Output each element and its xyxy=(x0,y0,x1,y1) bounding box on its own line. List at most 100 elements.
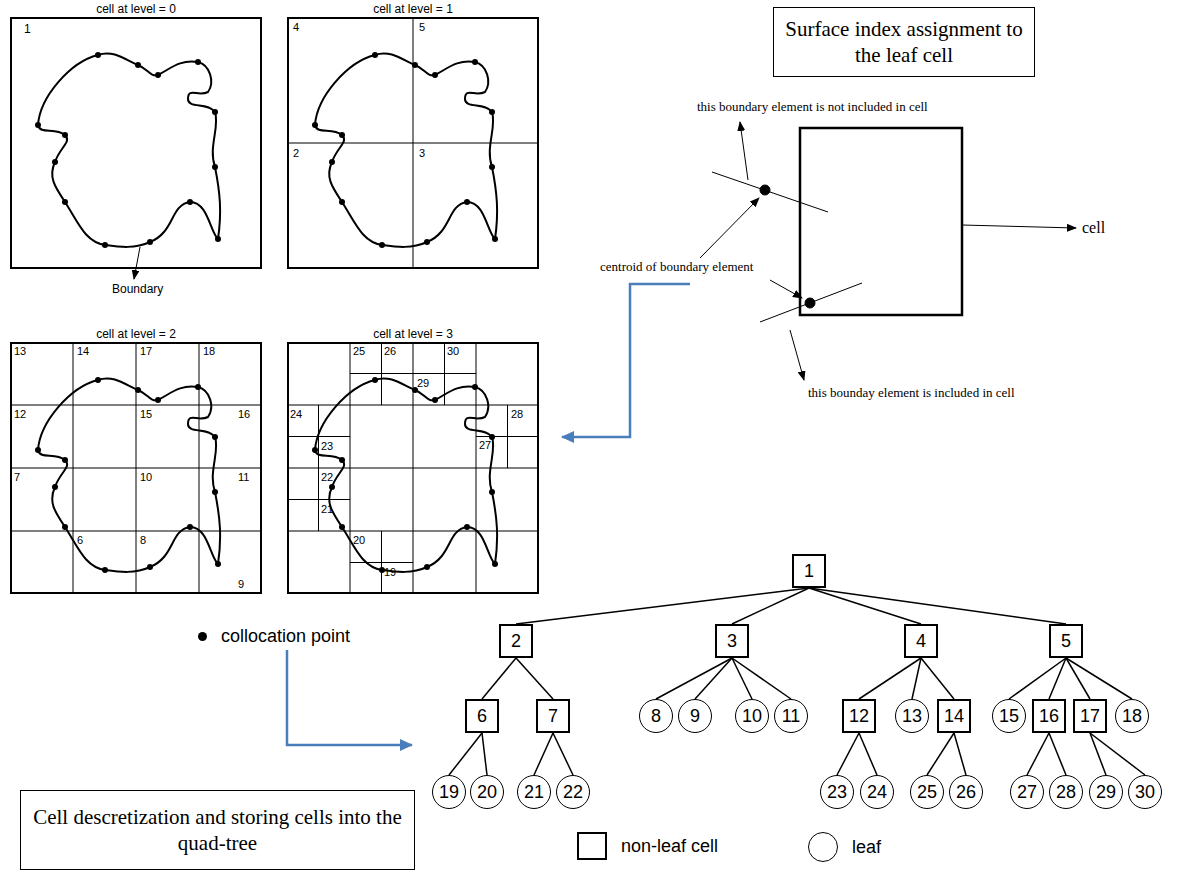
cell-number: 10 xyxy=(140,471,152,484)
cell-number: 25 xyxy=(917,782,937,803)
cell-number: 4 xyxy=(293,21,299,34)
non-leaf-cell: 3 xyxy=(715,624,749,658)
cell-number: 26 xyxy=(956,782,976,803)
cell-number: 12 xyxy=(14,408,26,421)
leaf-cell: 18 xyxy=(1115,699,1149,733)
cell-number: 16 xyxy=(238,408,250,421)
tree-edge xyxy=(954,733,966,775)
leaf-cell: 21 xyxy=(517,775,551,809)
non-leaf-cell: 1 xyxy=(792,554,826,588)
legend-text: non-leaf cell xyxy=(621,836,718,857)
non-leaf-cell: 16 xyxy=(1032,699,1066,733)
callout-note: cell xyxy=(1082,219,1105,237)
tree-edge xyxy=(1027,733,1049,775)
cell-number: 20 xyxy=(477,782,497,803)
cell-number: 7 xyxy=(548,706,558,727)
non-leaf-cell: 5 xyxy=(1049,624,1083,658)
cell-number: 6 xyxy=(77,534,83,547)
cell-number: 13 xyxy=(902,706,922,727)
tree-edge xyxy=(809,588,921,624)
tree-edge xyxy=(534,733,553,775)
panel-heading: cell at level = 0 xyxy=(12,2,260,16)
leaf-cell: 19 xyxy=(432,775,466,809)
cell-number: 14 xyxy=(77,345,89,358)
leaf-cell: 24 xyxy=(860,775,894,809)
tree-edge xyxy=(927,733,954,775)
cell-number: 19 xyxy=(384,566,396,579)
tree-edge xyxy=(921,658,954,699)
cell-number: 19 xyxy=(439,782,459,803)
tree-edge xyxy=(656,658,732,699)
cell-number: 21 xyxy=(321,503,333,516)
legend-swatch xyxy=(808,832,838,862)
legend-item: leaf xyxy=(808,832,881,862)
tree-edge xyxy=(1009,658,1066,699)
cell-number: 25 xyxy=(353,345,365,358)
cell-number: 30 xyxy=(1135,782,1155,803)
cell-number: 27 xyxy=(479,439,491,452)
cell-grid xyxy=(10,17,539,594)
tree-edge xyxy=(732,588,809,624)
tree-edge xyxy=(912,658,921,699)
tree-edge xyxy=(859,733,877,775)
leaf-cell: 28 xyxy=(1049,775,1083,809)
non-leaf-cell: 12 xyxy=(842,699,876,733)
cell-number: 12 xyxy=(849,706,869,727)
tree-edge xyxy=(1049,733,1066,775)
level-panel: cell at level = 2 xyxy=(10,342,262,594)
leaf-cell: 23 xyxy=(820,775,854,809)
boundary-curve xyxy=(35,52,498,573)
tree-edge xyxy=(1049,658,1066,699)
level-panel: cell at level = 1 xyxy=(287,17,539,269)
level-panel: cell at level = 0 xyxy=(10,17,262,269)
tree-edge xyxy=(1090,733,1145,775)
tree-edge xyxy=(809,588,1066,624)
level-panel: cell at level = 3 xyxy=(287,342,539,594)
cell-number: 17 xyxy=(1080,706,1100,727)
cell-number: 11 xyxy=(782,706,801,727)
leaf-cell: 13 xyxy=(895,699,929,733)
panel-heading: cell at level = 2 xyxy=(12,327,260,341)
cell-number: 16 xyxy=(1039,706,1059,727)
legend-swatch xyxy=(577,832,607,860)
cell-number: 6 xyxy=(477,706,487,727)
caption-box: Surface index assignment to the leaf cel… xyxy=(773,7,1035,77)
callout-note: this bounday element is included in cell xyxy=(808,386,1015,401)
callout-note: centroid of boundary element xyxy=(600,260,753,275)
legend-swatch xyxy=(198,632,207,641)
tree-edge xyxy=(732,658,791,699)
cell-number: 7 xyxy=(14,471,20,484)
cell-number: 30 xyxy=(447,345,459,358)
tree-edge xyxy=(837,733,859,775)
leaf-cell: 22 xyxy=(556,775,590,809)
boundary-label: Boundary xyxy=(112,283,163,297)
non-leaf-cell: 6 xyxy=(465,699,499,733)
cell-number: 2 xyxy=(511,631,521,652)
cell-number: 22 xyxy=(321,471,333,484)
non-leaf-cell: 7 xyxy=(536,699,570,733)
cell-number: 9 xyxy=(690,706,700,727)
cell-number: 27 xyxy=(1017,782,1037,803)
cell-number: 18 xyxy=(1122,706,1142,727)
cell-number: 23 xyxy=(321,440,333,453)
tree-edge xyxy=(859,658,921,699)
panel-heading: cell at level = 1 xyxy=(289,2,537,16)
tree-edge xyxy=(553,733,573,775)
leaf-cell: 9 xyxy=(678,699,712,733)
cell-number: 17 xyxy=(140,345,152,358)
legend-item: non-leaf cell xyxy=(577,832,718,860)
cell-number: 11 xyxy=(238,471,249,484)
leaf-cell: 25 xyxy=(910,775,944,809)
cell-number: 15 xyxy=(140,408,152,421)
pointer-arrow xyxy=(287,284,690,745)
cell-number: 29 xyxy=(417,377,429,390)
cell-number: 5 xyxy=(1061,631,1071,652)
cell-number: 23 xyxy=(827,782,847,803)
cell-number: 24 xyxy=(290,408,302,421)
legend-text: collocation point xyxy=(221,626,350,647)
caption-box: Cell descretization and storing cells in… xyxy=(20,790,415,870)
cell-number: 3 xyxy=(419,147,425,160)
non-leaf-cell: 14 xyxy=(937,699,971,733)
leaf-cell: 30 xyxy=(1128,775,1162,809)
cell-number: 4 xyxy=(916,631,926,652)
